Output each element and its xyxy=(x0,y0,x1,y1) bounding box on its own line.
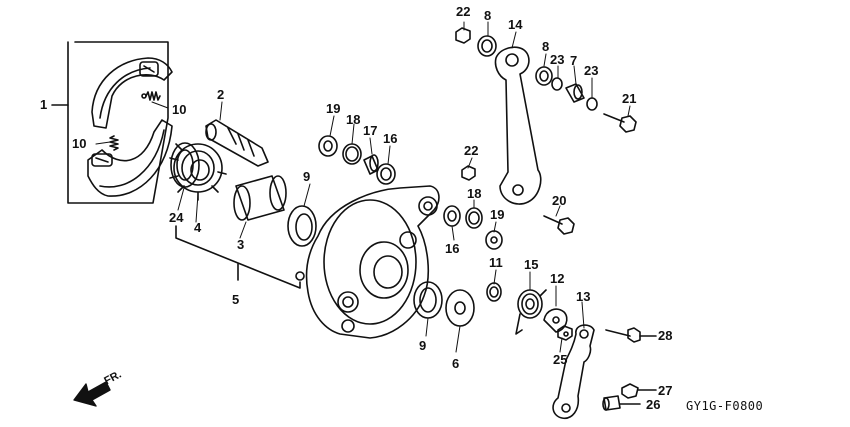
callout-17: 17 xyxy=(363,123,378,138)
callout-4: 4 xyxy=(194,220,202,235)
assembly-5-bracket xyxy=(175,225,301,289)
wear-indicator-12 xyxy=(543,308,568,333)
oring-18-upper xyxy=(342,143,362,165)
callout-19-lower: 19 xyxy=(490,207,505,222)
return-spring-upper xyxy=(141,91,161,101)
callout-3: 3 xyxy=(237,237,245,252)
callout-1: 1 xyxy=(40,97,48,112)
callout-23-left: 23 xyxy=(550,52,565,67)
seal-8-left xyxy=(477,35,497,57)
callout-5: 5 xyxy=(232,292,240,307)
washer-19-upper xyxy=(318,135,338,157)
bolt-21 xyxy=(603,113,637,133)
dust-seal-9-lower xyxy=(413,281,443,319)
callout-21: 21 xyxy=(622,91,637,106)
callout-24: 24 xyxy=(169,210,184,225)
callout-8-left: 8 xyxy=(484,8,492,23)
nut-22-upper xyxy=(455,27,471,44)
callout-2: 2 xyxy=(217,87,225,102)
callout-10-lower: 10 xyxy=(72,136,87,151)
callout-16-upper: 16 xyxy=(383,131,398,146)
callout-7: 7 xyxy=(570,53,578,68)
bushing-16-lower xyxy=(443,205,461,227)
callout-8-right: 8 xyxy=(542,39,550,54)
nut-25 xyxy=(557,325,573,341)
washer-6 xyxy=(445,289,475,327)
callout-9-lower: 9 xyxy=(419,338,427,353)
front-direction-arrow xyxy=(73,381,111,407)
callout-6: 6 xyxy=(452,356,460,371)
dust-seal-9-left xyxy=(287,205,317,247)
callout-27: 27 xyxy=(658,383,673,398)
brake-shoe-upper xyxy=(91,57,173,129)
brake-camshaft xyxy=(205,119,269,167)
figure-code: GY1G-F0800 xyxy=(686,399,764,413)
callout-19-upper: 19 xyxy=(326,101,341,116)
spindle-sleeve xyxy=(233,175,287,221)
callout-10-upper: 10 xyxy=(172,102,187,117)
washer-19-lower xyxy=(485,230,503,250)
callout-23-right: 23 xyxy=(584,63,599,78)
brake-lever-13 xyxy=(552,324,595,420)
callout-13: 13 xyxy=(576,289,591,304)
washer-23-left xyxy=(551,77,563,91)
return-spring-lower xyxy=(109,135,119,151)
callout-20: 20 xyxy=(552,193,567,208)
callout-26: 26 xyxy=(646,397,661,412)
collar-7 xyxy=(565,83,585,103)
callout-28: 28 xyxy=(658,328,673,343)
collar-17 xyxy=(363,154,379,175)
washer-23-right xyxy=(586,97,598,111)
callout-22-lower: 22 xyxy=(464,143,479,158)
bolt-20 xyxy=(543,215,575,235)
brake-panel xyxy=(295,185,440,339)
callout-14: 14 xyxy=(508,17,523,32)
callout-18-lower: 18 xyxy=(467,186,482,201)
nut-22-lower xyxy=(461,165,476,181)
bolt-28 xyxy=(605,327,657,343)
return-spring-15 xyxy=(515,289,547,335)
callout-22-upper: 22 xyxy=(456,4,471,19)
pin-26 xyxy=(602,395,641,411)
callout-11: 11 xyxy=(489,255,503,270)
leader-lines xyxy=(95,21,631,353)
bolt-27 xyxy=(621,383,657,399)
callout-25: 25 xyxy=(553,352,568,367)
brake-shoe-lower xyxy=(87,119,173,197)
callout-18-upper: 18 xyxy=(346,112,361,127)
callout-12: 12 xyxy=(550,271,565,286)
callout-9-left: 9 xyxy=(303,169,311,184)
seal-8-right xyxy=(535,66,553,86)
oring-18-lower xyxy=(465,207,483,229)
oring-11 xyxy=(486,282,502,302)
bushing-16-upper xyxy=(376,163,396,185)
callout-15: 15 xyxy=(524,257,539,272)
callout-16-lower: 16 xyxy=(445,241,460,256)
brake-arm xyxy=(494,46,542,205)
gear-seal-ring xyxy=(170,142,200,188)
brake-shoe-group-bracket xyxy=(51,41,169,204)
